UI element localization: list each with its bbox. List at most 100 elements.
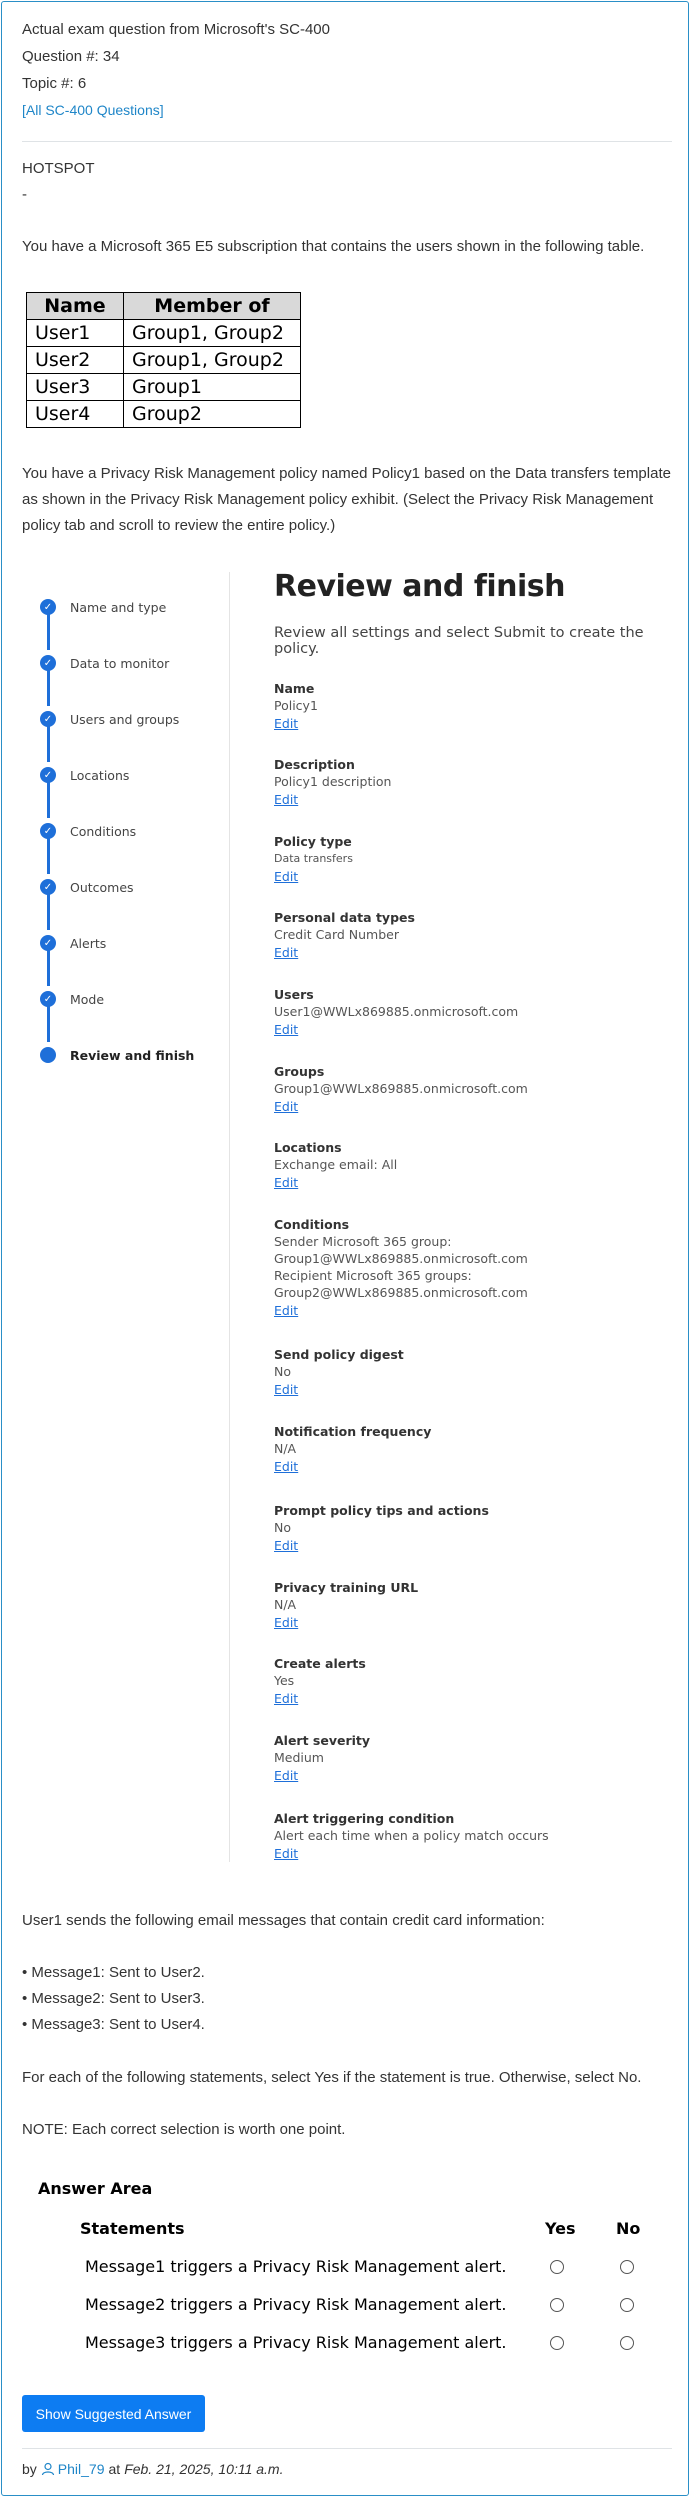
edit-link[interactable]: Edit xyxy=(274,1538,299,1553)
step-alerts[interactable]: ✓Alerts xyxy=(40,933,106,953)
statement-1-no-radio[interactable] xyxy=(620,2260,634,2274)
edit-link[interactable]: Edit xyxy=(274,1691,299,1706)
section-alert-severity: Alert severity Medium Edit xyxy=(274,1732,664,1785)
statement-2-no-radio[interactable] xyxy=(620,2298,634,2312)
step-mode[interactable]: ✓Mode xyxy=(40,989,104,1009)
post-date: Feb. 21, 2025, 10:11 a.m. xyxy=(124,2461,284,2477)
step-connector xyxy=(47,950,50,986)
edit-link[interactable]: Edit xyxy=(274,945,299,960)
list-item: • Message1: Sent to User2. xyxy=(22,1964,205,1981)
edit-link[interactable]: Edit xyxy=(274,1175,299,1190)
step-connector xyxy=(47,670,50,706)
question-header: Actual exam question from Microsoft's SC… xyxy=(22,16,672,124)
step-connector xyxy=(47,838,50,874)
at-label: at xyxy=(108,2461,121,2477)
footer-divider xyxy=(22,2448,672,2449)
section-prompt-policy-tips: Prompt policy tips and actions No Edit xyxy=(274,1502,664,1555)
col-header-member-of: Member of xyxy=(123,292,301,320)
edit-link[interactable]: Edit xyxy=(274,1846,299,1861)
edit-link[interactable]: Edit xyxy=(274,1022,299,1037)
step-connector xyxy=(47,894,50,930)
check-icon: ✓ xyxy=(40,879,56,895)
header-divider xyxy=(22,141,672,142)
question-type: HOTSPOT xyxy=(22,160,95,177)
exam-title: Actual exam question from Microsoft's SC… xyxy=(22,21,330,38)
statements-header: Statements xyxy=(80,2219,185,2238)
instruction-text: For each of the following statements, se… xyxy=(22,2069,642,2086)
section-alert-triggering-condition: Alert triggering condition Alert each ti… xyxy=(274,1810,664,1863)
section-send-policy-digest: Send policy digest No Edit xyxy=(274,1346,664,1399)
statement-2: Message2 triggers a Privacy Risk Managem… xyxy=(85,2295,507,2314)
section-policy-type: Policy type Data transfers Edit xyxy=(274,833,664,886)
policy-description: You have a Privacy Risk Management polic… xyxy=(22,465,671,534)
author-link[interactable]: Phil_79 xyxy=(41,2461,105,2477)
list-item: • Message3: Sent to User4. xyxy=(22,2016,205,2033)
edit-link[interactable]: Edit xyxy=(274,1382,299,1397)
by-label: by xyxy=(22,2461,37,2477)
cell-member-of: Group1, Group2 xyxy=(123,319,301,347)
cell-name: User4 xyxy=(26,400,124,428)
question-dash: - xyxy=(22,186,27,203)
step-connector xyxy=(47,782,50,818)
post-footer: by Phil_79 at Feb. 21, 2025, 10:11 a.m. xyxy=(22,2461,283,2477)
edit-link[interactable]: Edit xyxy=(274,1303,299,1318)
check-icon: ✓ xyxy=(40,711,56,727)
no-header: No xyxy=(616,2219,641,2238)
statement-2-yes-radio[interactable] xyxy=(550,2298,564,2312)
step-connector xyxy=(47,1006,50,1042)
section-locations: Locations Exchange email: All Edit xyxy=(274,1139,664,1192)
statement-1-yes-radio[interactable] xyxy=(550,2260,564,2274)
edit-link[interactable]: Edit xyxy=(274,1459,299,1474)
edit-link[interactable]: Edit xyxy=(274,869,299,884)
messages-intro: User1 sends the following email messages… xyxy=(22,1912,545,1929)
statement-3-no-radio[interactable] xyxy=(620,2336,634,2350)
cell-name: User3 xyxy=(26,373,124,401)
edit-link[interactable]: Edit xyxy=(274,1768,299,1783)
check-icon: ✓ xyxy=(40,767,56,783)
yes-header: Yes xyxy=(545,2219,576,2238)
cell-member-of: Group1 xyxy=(123,373,301,401)
step-locations[interactable]: ✓Locations xyxy=(40,765,129,785)
table-header-row: Name Member of xyxy=(26,292,301,320)
section-notification-frequency: Notification frequency N/A Edit xyxy=(274,1423,664,1476)
step-name-and-type[interactable]: ✓Name and type xyxy=(40,597,166,617)
section-create-alerts: Create alerts Yes Edit xyxy=(274,1655,664,1708)
edit-link[interactable]: Edit xyxy=(274,1099,299,1114)
step-users-and-groups[interactable]: ✓Users and groups xyxy=(40,709,179,729)
statement-3-yes-radio[interactable] xyxy=(550,2336,564,2350)
section-name: Name Policy1 Edit xyxy=(274,680,664,733)
step-connector xyxy=(47,726,50,762)
edit-link[interactable]: Edit xyxy=(274,792,299,807)
cell-name: User2 xyxy=(26,346,124,374)
check-icon: ✓ xyxy=(40,599,56,615)
step-conditions[interactable]: ✓Conditions xyxy=(40,821,136,841)
review-subtitle: Review all settings and select Submit to… xyxy=(274,625,644,657)
step-outcomes[interactable]: ✓Outcomes xyxy=(40,877,134,897)
section-conditions: Conditions Sender Microsoft 365 group: G… xyxy=(274,1216,664,1320)
check-icon: ✓ xyxy=(40,823,56,839)
step-review-and-finish[interactable]: Review and finish xyxy=(40,1045,194,1065)
section-groups: Groups Group1@WWLx869885.onmicrosoft.com… xyxy=(274,1063,664,1116)
edit-link[interactable]: Edit xyxy=(274,1615,299,1630)
step-data-to-monitor[interactable]: ✓Data to monitor xyxy=(40,653,169,673)
note-text: NOTE: Each correct selection is worth on… xyxy=(22,2121,346,2138)
step-connector xyxy=(47,614,50,650)
show-suggested-answer-button[interactable]: Show Suggested Answer xyxy=(22,2395,205,2432)
panel-divider xyxy=(229,572,230,1862)
cell-member-of: Group1, Group2 xyxy=(123,346,301,374)
user-icon xyxy=(41,2462,54,2476)
current-step-icon xyxy=(40,1047,56,1063)
question-number: Question #: 34 xyxy=(22,48,120,65)
topic-number: Topic #: 6 xyxy=(22,75,87,92)
all-questions-link[interactable]: [All SC-400 Questions] xyxy=(22,102,164,118)
col-header-name: Name xyxy=(26,292,124,320)
section-privacy-training-url: Privacy training URL N/A Edit xyxy=(274,1579,664,1632)
statement-1: Message1 triggers a Privacy Risk Managem… xyxy=(85,2257,507,2276)
edit-link[interactable]: Edit xyxy=(274,716,299,731)
cell-name: User1 xyxy=(26,319,124,347)
check-icon: ✓ xyxy=(40,655,56,671)
